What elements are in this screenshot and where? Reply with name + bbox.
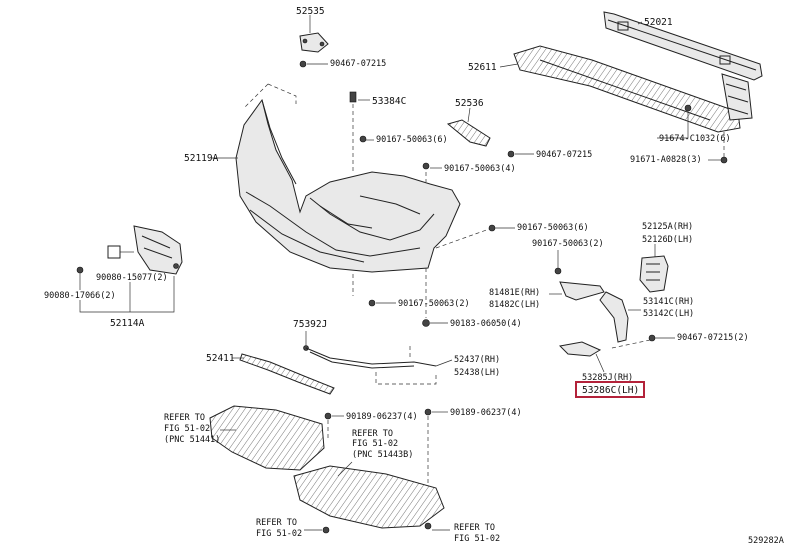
label-52611: 52611 [468,62,497,73]
label-90467-07215-b: 90467-07215 [536,150,592,160]
label-52021: 52021 [644,17,673,28]
refer-2-line1: REFER TO [352,429,393,439]
refer-1-line3[interactable]: (PNC 51441) [164,435,220,445]
refer-1-line2: FIG 51-02 [164,424,210,434]
engine-undercover-right [293,465,445,529]
label-53286c[interactable]: 53286C(LH) [582,385,639,396]
label-90167-50063-2-b: 90167-50063(2) [398,299,470,309]
label-90183-06050: 90183-06050(4) [450,319,522,329]
moulding-53285j [558,341,602,357]
label-90467-07215-a: 90467-07215 [330,59,386,69]
label-52119a: 52119A [184,153,219,164]
label-75392j: 75392J [293,319,327,330]
refer-4-line2[interactable]: FIG 51-02 [454,534,500,544]
label-52438: 52438(LH) [454,368,500,378]
refer-3-line1: REFER TO [256,518,297,528]
refer-2-line2: FIG 51-02 [352,439,398,449]
reinforcement-52021 [603,11,763,81]
bracket-52114a [133,225,183,275]
label-53142c: 53142C(LH) [643,309,694,319]
label-52437: 52437(RH) [454,355,500,365]
bracket-52535 [299,32,329,53]
bracket-52536 [446,119,491,147]
label-90080-17066: 90080-17066(2) [44,291,116,301]
refer-3-line2[interactable]: FIG 51-02 [256,529,302,539]
label-90080-15077: 90080-15077(2) [96,273,168,283]
label-91671-a0828: 91671-A0828(3) [630,155,702,165]
label-52535: 52535 [296,6,325,17]
label-53384c: 53384C [372,96,406,107]
label-52126d: 52126D(LH) [642,235,693,245]
absorber-52611 [513,45,753,133]
clip-53384c [349,91,370,103]
label-90167-50063-2-a: 90167-50063(2) [532,239,604,249]
retainer-52125a [639,255,669,293]
label-81481e: 81481E(RH) [489,288,540,298]
label-90189-06237-a: 90189-06237(4) [346,412,418,422]
spoiler-52411 [239,353,335,395]
label-91674-c1032: 91674-C1032(6) [659,134,731,144]
label-52536: 52536 [455,98,484,109]
selected-part-highlight [575,381,645,398]
bumper-cover-52119a [235,98,461,273]
refer-4-line1: REFER TO [454,523,495,533]
refer-1-line1: REFER TO [164,413,205,423]
label-53141c: 53141C(RH) [643,297,694,307]
refer-2-line3[interactable]: (PNC 51443B) [352,450,413,460]
label-90167-50063-6-a: 90167-50063(6) [376,135,448,145]
label-90189-06237-b: 90189-06237(4) [450,408,522,418]
label-81482c: 81482C(LH) [489,300,540,310]
label-52411: 52411 [206,353,235,364]
diagram-code: 529282A [748,536,784,546]
bracket-81481e [559,281,629,343]
label-90467-07215-2: 90467-07215(2) [677,333,749,343]
label-90167-50063-6-b: 90167-50063(6) [517,223,589,233]
label-53285j: 53285J(RH) [582,373,633,383]
label-52114a: 52114A [110,318,145,329]
moulding-52437 [305,347,437,369]
engine-undercover-left [209,405,325,471]
label-52125a: 52125A(RH) [642,222,693,232]
label-90167-50063-4-a: 90167-50063(4) [444,164,516,174]
